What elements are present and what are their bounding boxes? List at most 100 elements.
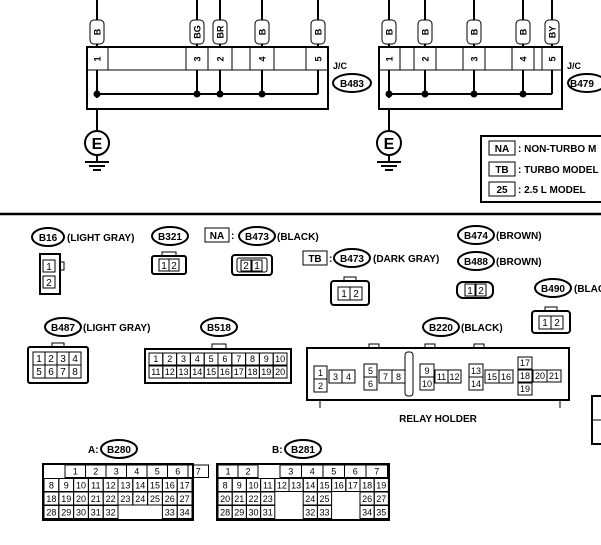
- pin-label: 30: [76, 508, 86, 518]
- svg-text:8: 8: [72, 367, 78, 378]
- pin-label: 7: [196, 467, 201, 477]
- pin-label: 3: [114, 467, 119, 477]
- svg-text:1: 1: [542, 318, 548, 329]
- pin-label: 27: [180, 494, 190, 504]
- pin-label: 20: [275, 367, 285, 377]
- pin-label: 21: [549, 371, 559, 381]
- legend-text-25: : 2.5 L MODEL: [518, 185, 586, 196]
- pin-label: 32: [305, 508, 315, 518]
- pin-label: 13: [291, 481, 301, 491]
- pin-label: 9: [237, 481, 242, 491]
- pin-label: 11: [263, 481, 272, 491]
- pin-label: 14: [305, 481, 315, 491]
- pin-label: 9: [424, 366, 429, 376]
- pin-label: 28: [46, 508, 56, 518]
- left-ground-label: E: [92, 136, 103, 153]
- pin-label: 31: [91, 508, 101, 518]
- svg-text:7: 7: [60, 367, 66, 378]
- connector-b321: B321 1 2: [151, 226, 189, 275]
- pin-label: 19: [61, 494, 71, 504]
- pin-label: 25: [150, 494, 160, 504]
- pin-label: 4: [310, 467, 315, 477]
- pin-label: 27: [376, 494, 386, 504]
- pin-label: 33: [319, 508, 329, 518]
- pin-label: 16: [334, 481, 344, 491]
- left-pin-2: 2: [216, 56, 226, 61]
- b487-id: B487: [51, 323, 75, 334]
- b474-id: B474: [464, 231, 488, 242]
- connector-b474-b488: B474 (BROWN) B488 (BROWN) 1 2: [456, 225, 542, 299]
- pin-label: 30: [248, 508, 258, 518]
- b487-pin-grid: 1 2 3 4 5 6 7 8: [32, 351, 82, 379]
- svg-text:5: 5: [36, 367, 42, 378]
- model-legend: NA : NON-TURBO M TB : TURBO MODEL 25 : 2…: [480, 135, 601, 203]
- pin-label: 19: [261, 367, 271, 377]
- b473-na-color: (BLACK): [277, 232, 319, 243]
- connector-b16: B16 (LIGHT GRAY) 1 2: [31, 227, 134, 295]
- pin-label: 12: [449, 372, 459, 382]
- pin-label: 5: [209, 354, 214, 364]
- pin-label: 11: [91, 481, 100, 491]
- pin-label: 10: [422, 379, 432, 389]
- pin-label: 12: [165, 367, 175, 377]
- pin-label: 29: [234, 508, 244, 518]
- pin-label: 7: [383, 372, 388, 382]
- pin-label: 18: [247, 367, 257, 377]
- connector-b487: B487 (LIGHT GRAY) 1 2 3 4 5 6 7 8: [27, 317, 150, 384]
- pin-label: 4: [134, 467, 139, 477]
- pin-label: 19: [376, 481, 386, 491]
- left-connector-oval: [332, 73, 372, 93]
- pin-label: 33: [165, 508, 175, 518]
- pin-label: 17: [520, 358, 530, 368]
- pin-label: 29: [61, 508, 71, 518]
- svg-text:6: 6: [48, 367, 54, 378]
- svg-text:2: 2: [46, 278, 52, 289]
- pin-label: 17: [348, 481, 358, 491]
- b473-tb-color: (DARK GRAY): [373, 254, 439, 265]
- pin-label: 10: [275, 354, 285, 364]
- pin-label: 15: [487, 372, 497, 382]
- pin-label: 22: [248, 494, 258, 504]
- left-pin-1: 1: [93, 56, 103, 61]
- right-wire-color-5: BY: [548, 26, 558, 39]
- svg-text:2: 2: [243, 261, 249, 272]
- pin-label: 7: [374, 467, 379, 477]
- pin-label: 5: [155, 467, 160, 477]
- connector-b490: B490 (BLACK) 1 2: [531, 278, 601, 334]
- pin-label: 23: [263, 494, 273, 504]
- svg-text:4: 4: [72, 354, 78, 365]
- b474-color: (BROWN): [496, 231, 542, 242]
- pin-label: 15: [150, 481, 160, 491]
- pin-label: 6: [175, 467, 180, 477]
- left-circuit: B BG BR B B 1 3 2 4 5 J/C: [84, 0, 372, 171]
- pin-label: 5: [331, 467, 336, 477]
- svg-text:1: 1: [341, 289, 347, 300]
- b488-id: B488: [464, 257, 488, 268]
- b473-tb-id: B473: [340, 254, 364, 265]
- left-wire-color-3: BG: [193, 25, 203, 39]
- svg-text::: :: [329, 254, 332, 265]
- pin-label: 6: [353, 467, 358, 477]
- pin-label: 7: [236, 354, 241, 364]
- pin-label: 14: [192, 367, 202, 377]
- left-connector-id: B483: [340, 79, 364, 90]
- pin-label: 21: [234, 494, 244, 504]
- pin-label: 3: [333, 372, 338, 382]
- b220-color: (BLACK): [461, 323, 503, 334]
- svg-text:2: 2: [353, 289, 359, 300]
- pin-label: 13: [178, 367, 188, 377]
- pin-label: 18: [46, 494, 56, 504]
- pin-label: 4: [195, 354, 200, 364]
- relay-holder-label: RELAY HOLDER: [399, 414, 478, 425]
- pin-label: 6: [368, 379, 373, 389]
- pin-label: 12: [106, 481, 116, 491]
- pin-label: 34: [362, 508, 372, 518]
- b281-id: B281: [291, 445, 315, 456]
- svg-text:1: 1: [36, 354, 42, 365]
- left-jc-label: J/C: [333, 61, 348, 71]
